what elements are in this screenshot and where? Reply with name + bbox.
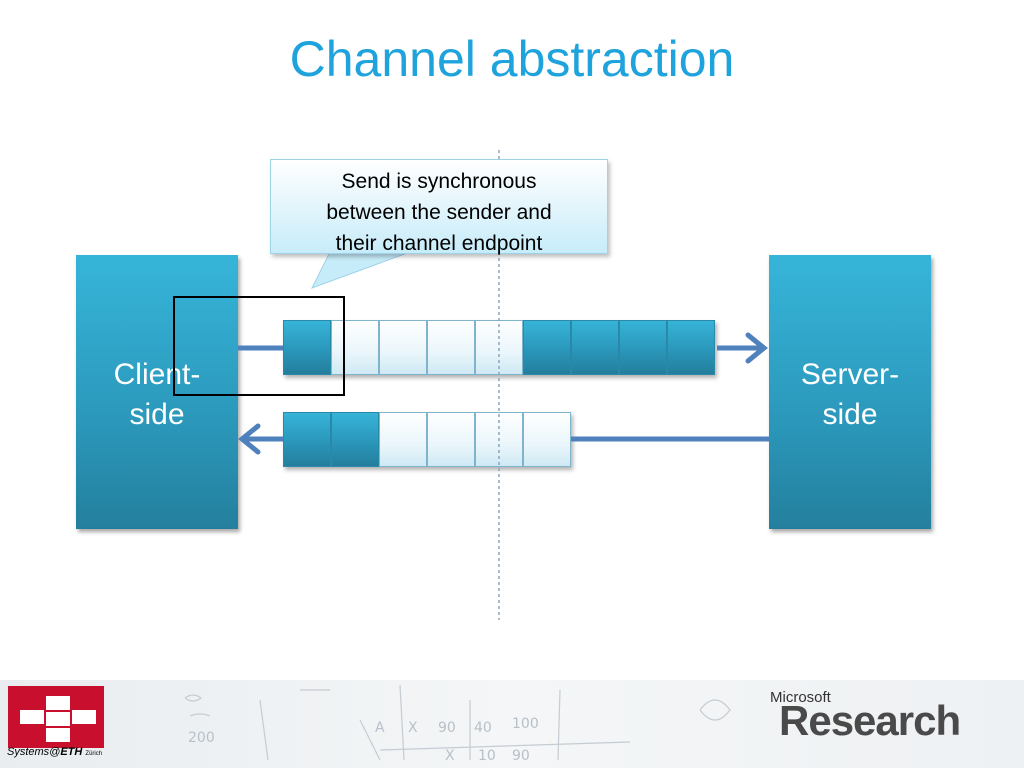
svg-text:X: X bbox=[445, 748, 455, 764]
outbound-slot-full bbox=[667, 320, 715, 375]
server-side-box: Server- side bbox=[769, 255, 931, 529]
outbound-slot-full bbox=[571, 320, 619, 375]
highlight-rectangle bbox=[173, 296, 345, 396]
eth-city-text: Zürich bbox=[85, 751, 103, 757]
inbound-slot-full bbox=[283, 412, 331, 467]
server-label-line2: side bbox=[822, 398, 878, 431]
inbound-slot-empty bbox=[427, 412, 475, 467]
handwriting-background: A X 90 40 100 X 10 90 200 bbox=[184, 684, 731, 764]
outbound-slot-empty bbox=[331, 320, 379, 375]
svg-text:90: 90 bbox=[438, 720, 456, 736]
svg-text:40: 40 bbox=[474, 720, 492, 736]
callout-line2: between the sender and bbox=[326, 201, 552, 224]
inbound-slot-empty bbox=[379, 412, 427, 467]
svg-text:A: A bbox=[375, 720, 385, 736]
systems-eth-logo-icon bbox=[8, 686, 104, 748]
svg-text:10: 10 bbox=[478, 748, 496, 764]
callout-line1: Send is synchronous bbox=[341, 170, 537, 193]
speech-callout: Send is synchronous between the sender a… bbox=[270, 159, 608, 255]
inbound-channel-queue bbox=[283, 412, 571, 467]
outbound-slot-empty bbox=[427, 320, 475, 375]
eth-logo-text: Systems@ETH Zürich bbox=[7, 746, 102, 758]
client-label-line2: side bbox=[129, 398, 185, 431]
eth-brand-text: Systems@ bbox=[7, 746, 61, 758]
slide-title: Channel abstraction bbox=[289, 31, 735, 87]
svg-text:100: 100 bbox=[512, 716, 539, 732]
eth-bold-text: ETH bbox=[60, 746, 83, 758]
outbound-slot-full bbox=[619, 320, 667, 375]
svg-text:200: 200 bbox=[188, 730, 215, 746]
client-label-line1: Client- bbox=[113, 358, 201, 391]
server-label-line1: Server- bbox=[800, 358, 900, 391]
outbound-slot-full bbox=[523, 320, 571, 375]
client-side-box: Client- side bbox=[76, 255, 238, 529]
left-arrowhead bbox=[238, 423, 261, 455]
footer-band: A X 90 40 100 X 10 90 200 Systems@ETH Zürich bbox=[0, 680, 1024, 768]
outbound-slot-empty bbox=[379, 320, 427, 375]
svg-text:X: X bbox=[408, 720, 418, 736]
inbound-slot-full bbox=[331, 412, 379, 467]
svg-text:90: 90 bbox=[512, 748, 530, 764]
inbound-slot-empty bbox=[523, 412, 571, 467]
microsoft-logo-text: Microsoft bbox=[770, 689, 831, 706]
inbound-slot-empty bbox=[475, 412, 523, 467]
research-logo-text: Research bbox=[779, 697, 961, 744]
outbound-slot-full bbox=[283, 320, 331, 375]
callout-line3: their channel endpoint bbox=[335, 232, 543, 255]
